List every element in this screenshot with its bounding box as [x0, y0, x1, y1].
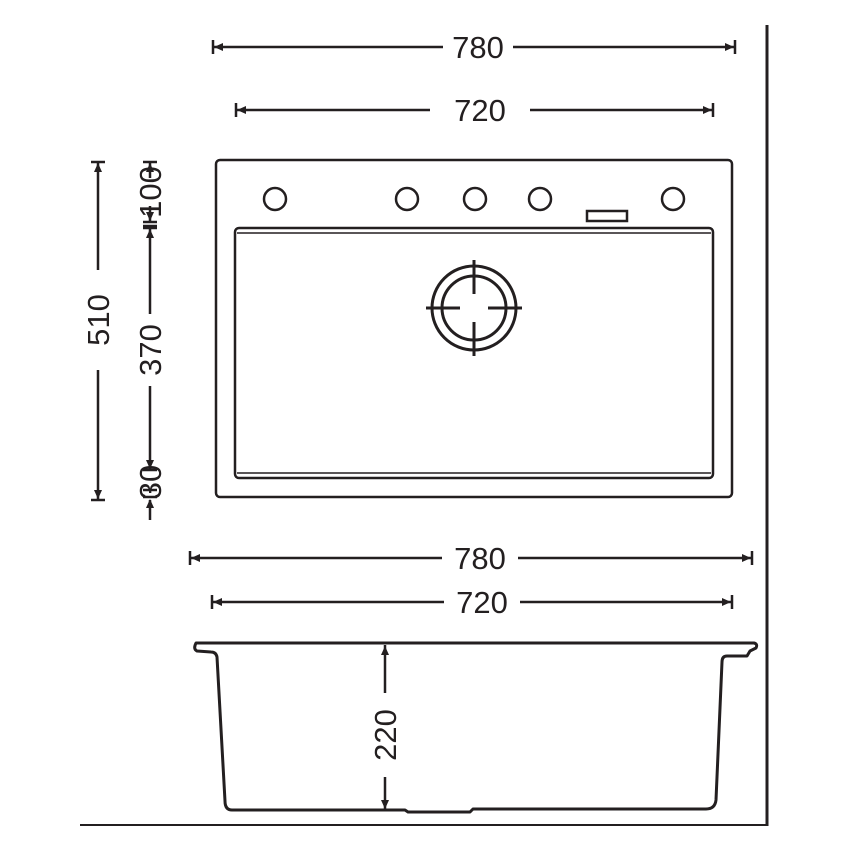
top-inner-width-dimension-label: 720 [454, 93, 506, 128]
tap-hole-1 [262, 186, 288, 212]
side-profile-outline [193, 641, 759, 814]
top-overall-width-dimension-label: 780 [452, 30, 504, 65]
side-overall-width-dimension: 780 [188, 541, 754, 576]
overall-depth-dimension-label: 510 [81, 294, 116, 346]
sink-outer-outline [214, 158, 734, 499]
back-ledge-dimension: 100 [133, 160, 168, 228]
drain-icon [426, 260, 522, 356]
front-ledge-dimension-label: 30 [133, 465, 168, 499]
overall-depth-dimension: 510 [81, 160, 116, 502]
tap-hole-2 [394, 186, 420, 212]
bowl-length-dimension: 370 [133, 226, 168, 472]
bowl-outline [233, 226, 715, 480]
overflow-slot [585, 209, 629, 223]
side-inner-width-dimension-label: 720 [456, 585, 508, 620]
side-overall-width-dimension-label: 780 [454, 541, 506, 576]
bowl-depth-dimension: 220 [368, 645, 403, 810]
side-inner-width-dimension: 720 [210, 585, 734, 620]
bowl-depth-dimension-label: 220 [368, 709, 403, 761]
tap-hole-4 [527, 186, 553, 212]
tap-hole-3 [462, 186, 488, 212]
front-ledge-dimension: 30 [133, 465, 168, 520]
sink-side-view [193, 641, 759, 814]
top-overall-width-dimension: 780 [211, 30, 737, 65]
tap-hole-5 [660, 186, 686, 212]
top-inner-width-dimension: 720 [234, 93, 715, 128]
sink-top-view [214, 158, 734, 499]
bowl-length-dimension-label: 370 [133, 324, 168, 376]
